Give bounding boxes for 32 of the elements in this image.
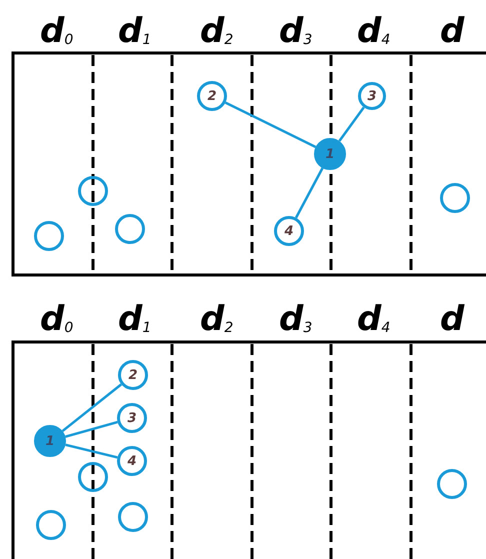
connector-line [338, 106, 365, 142]
node-circle [78, 176, 108, 206]
column-label: d [440, 14, 464, 48]
connector-line [294, 168, 324, 218]
node-circle [440, 183, 470, 213]
connector-line [65, 444, 118, 459]
node-circle [118, 360, 148, 390]
node-circle [115, 214, 145, 244]
node-circle [118, 502, 148, 532]
node-number: 4 [284, 224, 294, 238]
node-circle [34, 221, 64, 251]
connector-line [224, 102, 316, 148]
node-circle [274, 216, 304, 246]
node-circle [117, 403, 147, 433]
column-label: d [440, 302, 464, 336]
node-circle [437, 469, 467, 499]
node-circle [117, 446, 147, 476]
filled-node-circle [34, 425, 66, 457]
node-number: 2 [207, 90, 217, 102]
connector-line [65, 420, 118, 438]
node-circle [36, 510, 66, 540]
node-number: 1 [325, 148, 335, 160]
connector-line [62, 383, 122, 432]
node-number: 3 [127, 412, 137, 424]
node-number: 2 [128, 368, 138, 382]
node-number: 3 [367, 90, 377, 102]
filled-node-circle [314, 138, 346, 170]
node-number: 4 [127, 454, 137, 468]
node-circle [358, 82, 386, 110]
node-circle [197, 81, 227, 111]
node-number: 1 [45, 434, 55, 448]
node-circle [78, 462, 108, 492]
